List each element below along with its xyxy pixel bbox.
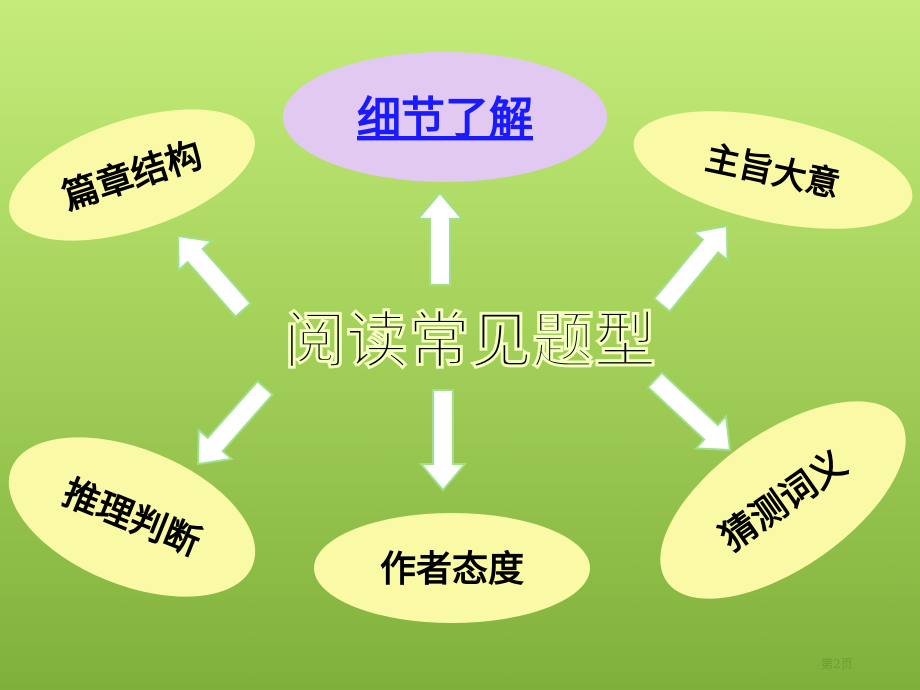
arrow-up-right-icon — [652, 224, 729, 313]
node-bottom: 作者态度 — [314, 513, 590, 623]
node-bottom-left: 推理判断 — [8, 437, 256, 597]
node-top[interactable]: 细节了解 — [283, 52, 607, 182]
node-top-left: 篇章结构 — [9, 109, 255, 241]
node-bottom-label: 作者态度 — [380, 549, 524, 590]
node-bottom-right: 猜测词义 — [660, 401, 906, 599]
center-title: 阅读常见题型 — [284, 304, 656, 377]
arrow-down-right-icon — [646, 371, 732, 452]
arrow-up-left-icon — [176, 234, 252, 319]
node-top-label[interactable]: 细节了解 — [357, 93, 533, 144]
arrow-up-icon — [415, 191, 465, 286]
node-top-right: 主旨大意 — [633, 111, 913, 229]
page-number: 第2页 — [821, 657, 853, 671]
arrow-down-left-icon — [196, 379, 274, 466]
arrow-down-icon — [418, 389, 468, 492]
